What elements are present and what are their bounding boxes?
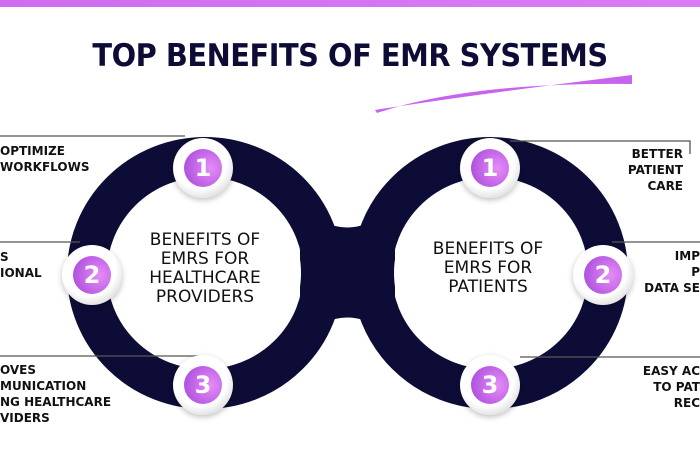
left-badge-3: 3 xyxy=(173,355,233,415)
badge-number: 3 xyxy=(471,366,509,404)
center-line: HEALTHCARE xyxy=(149,268,261,288)
center-line: PATIENTS xyxy=(448,277,528,297)
left-benefit-3: OVES MUNICATION NG HEALTHCARE VIDERS xyxy=(0,362,111,426)
left-badge-2: 2 xyxy=(62,245,122,305)
badge-number: 2 xyxy=(73,256,111,294)
label-line: NG HEALTHCARE xyxy=(0,395,112,409)
left-benefit-2: S IONAL xyxy=(0,249,42,281)
label-line: S xyxy=(0,250,9,264)
label-line: REC xyxy=(673,396,700,410)
badge-number: 1 xyxy=(471,149,509,187)
right-benefit-1: BETTER PATIENT CARE xyxy=(628,146,683,194)
right-benefit-3: EASY AC TO PAT REC xyxy=(643,363,700,411)
right-badge-1: 1 xyxy=(460,138,520,198)
label-line: P xyxy=(691,265,700,279)
center-line: EMRS FOR xyxy=(443,258,533,278)
label-line: WORKFLOWS xyxy=(0,160,90,174)
label-line: TO PAT xyxy=(653,380,700,394)
label-line: MUNICATION xyxy=(0,379,87,393)
center-line: BENEFITS OF xyxy=(149,230,261,250)
left-badge-1: 1 xyxy=(173,138,233,198)
left-center-text: BENEFITS OF EMRS FOR HEALTHCARE PROVIDER… xyxy=(130,231,280,307)
badge-number: 2 xyxy=(584,256,622,294)
center-line: EMRS FOR xyxy=(160,249,250,269)
badge-number: 1 xyxy=(184,149,222,187)
label-line: PATIENT xyxy=(627,163,683,177)
center-line: PROVIDERS xyxy=(155,287,255,307)
connector-lines xyxy=(0,135,700,358)
label-line: DATA SE xyxy=(644,281,700,295)
center-line: BENEFITS OF xyxy=(432,239,544,259)
label-line: CARE xyxy=(647,179,683,193)
label-line: EASY AC xyxy=(642,364,700,378)
label-line: IMP xyxy=(674,249,700,263)
label-line: OVES xyxy=(0,363,37,377)
label-line: VIDERS xyxy=(0,411,50,425)
infinity-crossing xyxy=(300,205,395,340)
right-badge-2: 2 xyxy=(573,245,633,305)
page-title: TOP BENEFITS OF EMR SYSTEMS xyxy=(92,38,608,74)
right-badge-3: 3 xyxy=(460,355,520,415)
badge-number: 3 xyxy=(184,366,222,404)
label-line: BETTER xyxy=(631,147,683,161)
right-center-text: BENEFITS OF EMRS FOR PATIENTS xyxy=(413,240,563,297)
title-underline-swoosh xyxy=(375,75,632,113)
right-benefit-2: IMP P DATA SE xyxy=(644,248,700,296)
top-accent-bar xyxy=(0,0,700,7)
label-line: IONAL xyxy=(0,266,42,280)
label-line: OPTIMIZE xyxy=(0,144,65,158)
left-benefit-1: OPTIMIZE WORKFLOWS xyxy=(0,143,89,175)
